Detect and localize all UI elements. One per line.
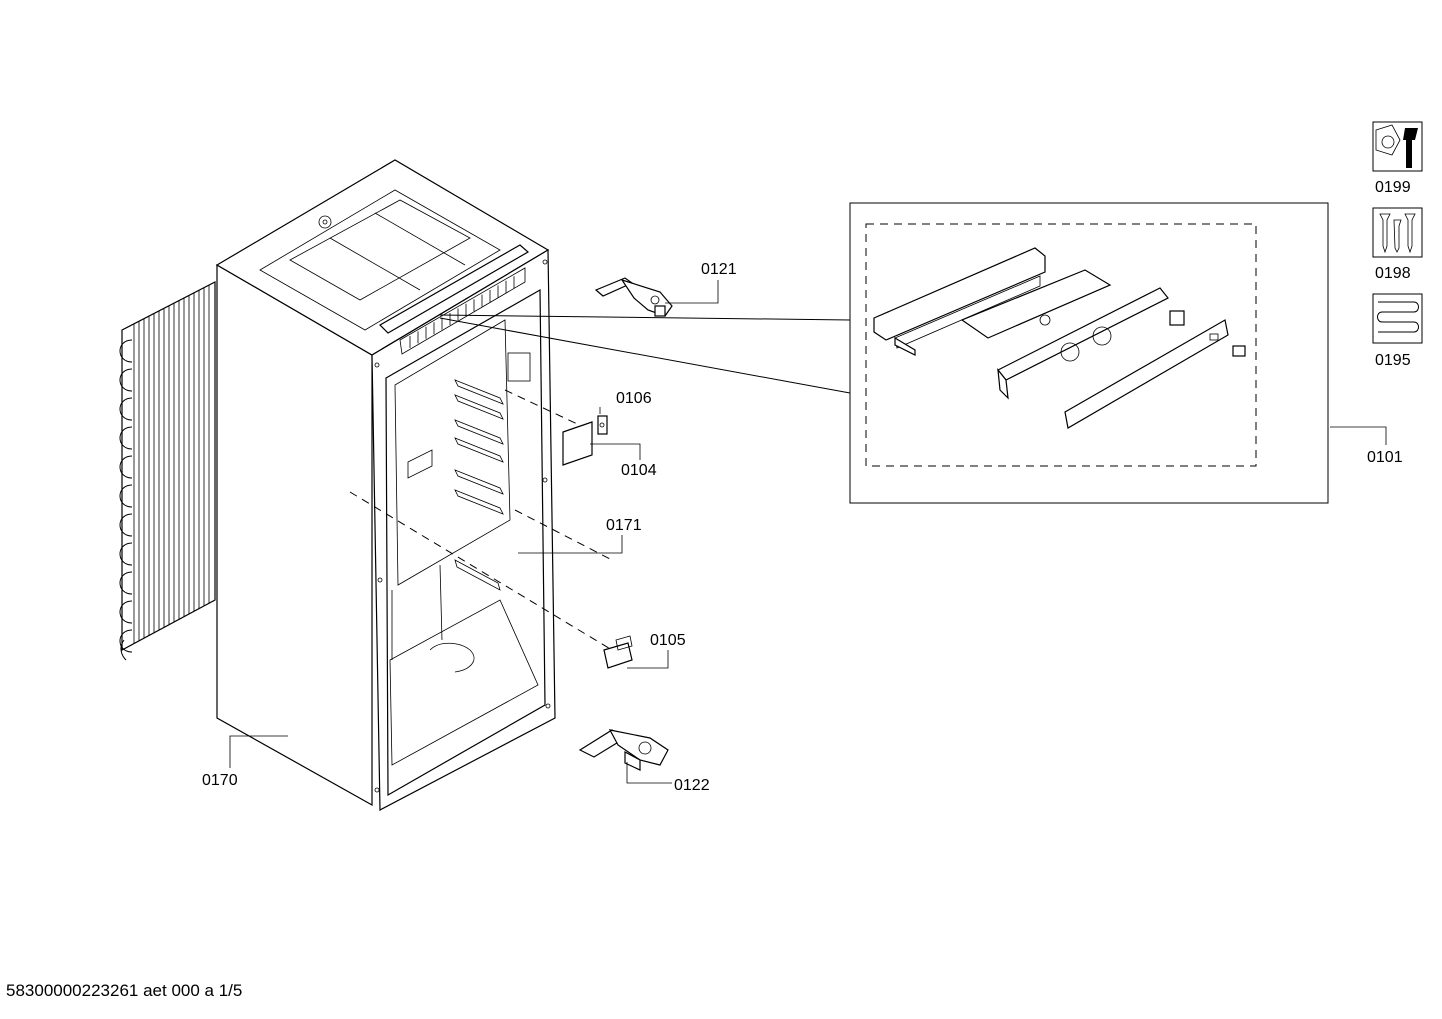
leader-lines — [229, 280, 1387, 784]
label-0199: 0199 — [1375, 179, 1411, 196]
drawing-code: 58300000223261 aet 000 a 1/5 — [6, 981, 243, 1000]
upper-hinge — [594, 277, 673, 317]
label-0104: 0104 — [621, 462, 657, 479]
label-0171: 0171 — [606, 517, 642, 534]
label-0198: 0198 — [1375, 265, 1411, 282]
label-0121: 0121 — [701, 261, 737, 278]
part-labels: 0121 0106 0104 0171 0105 0122 0170 0101 … — [202, 179, 1411, 794]
light-module — [603, 635, 633, 669]
control-module-callout — [439, 202, 1329, 504]
condenser-coil — [119, 281, 216, 661]
lower-hinge — [578, 729, 669, 771]
label-0101: 0101 — [1367, 449, 1403, 466]
heating-coil-icon — [1372, 293, 1423, 344]
label-0122: 0122 — [674, 777, 710, 794]
label-0106: 0106 — [616, 390, 652, 407]
label-0170: 0170 — [202, 772, 238, 789]
sensor-clip — [597, 415, 608, 435]
label-plate — [562, 421, 593, 466]
cabinet-body — [215, 159, 556, 811]
label-0195: 0195 — [1375, 352, 1411, 369]
assembly-paths — [349, 389, 613, 651]
screws-icon — [1372, 207, 1423, 258]
nut-and-wrench-icon — [1372, 121, 1423, 172]
label-0105: 0105 — [650, 632, 686, 649]
